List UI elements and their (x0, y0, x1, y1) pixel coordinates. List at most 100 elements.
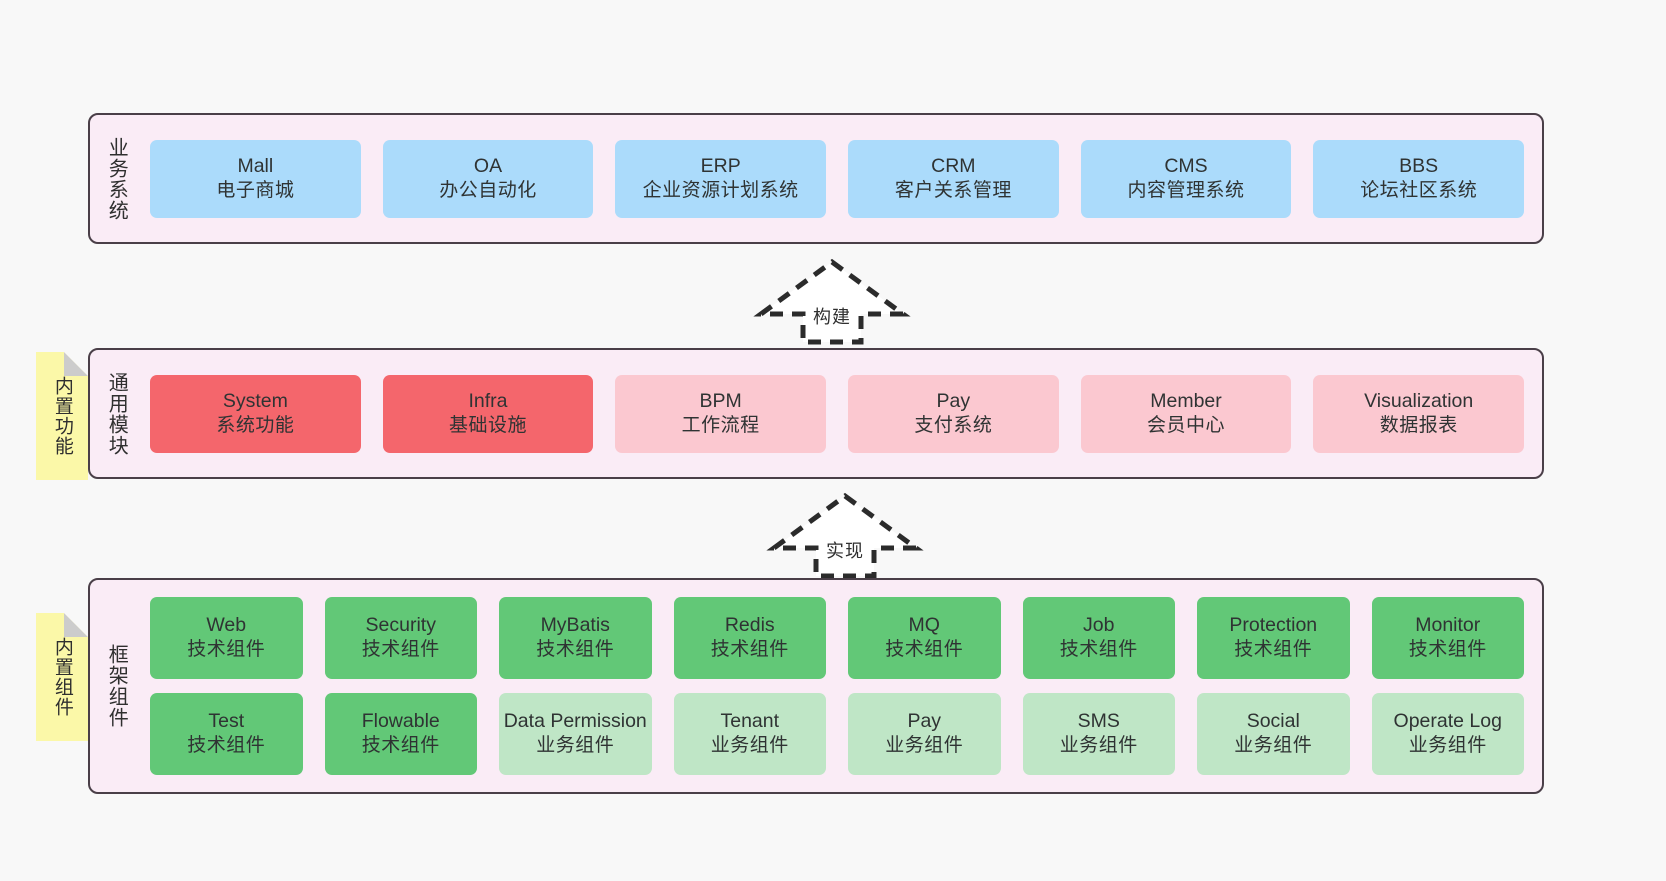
card-mq-en: MQ (908, 614, 940, 637)
card-member-cn: 会员中心 (1147, 414, 1226, 436)
card-visualization[interactable]: Visualization 数据报表 (1313, 374, 1525, 453)
card-test-en: Test (208, 710, 245, 733)
card-erp-cn: 企业资源计划系统 (642, 179, 799, 201)
common-modules-row: System 系统功能 Infra 基础设施 BPM 工作流程 Pay 支付系统… (150, 374, 1525, 453)
card-web-cn: 技术组件 (187, 639, 266, 661)
card-sms-cn: 业务组件 (1059, 735, 1138, 757)
card-pay-component-en: Pay (907, 710, 942, 733)
layer-common-modules-title: 通用模块 (105, 371, 128, 456)
card-crm-cn: 客户关系管理 (894, 179, 1012, 201)
card-social-en: Social (1246, 710, 1300, 733)
card-data-permission-cn: 业务组件 (536, 735, 615, 757)
card-erp[interactable]: ERP 企业资源计划系统 (615, 139, 827, 218)
card-security-en: Security (365, 614, 436, 637)
card-infra-en: Infra (468, 389, 508, 412)
layer-framework-components: 框架组件 Web 技术组件 Security 技术组件 MyBatis 技术组件… (88, 578, 1544, 794)
business-systems-row: Mall 电子商城 OA 办公自动化 ERP 企业资源计划系统 CRM 客户关系… (150, 139, 1525, 218)
card-pay-module-cn: 支付系统 (914, 414, 993, 436)
card-security[interactable]: Security 技术组件 (324, 597, 477, 679)
card-flowable-en: Flowable (361, 710, 440, 733)
card-pay-module-en: Pay (936, 389, 971, 412)
card-monitor[interactable]: Monitor 技术组件 (1371, 597, 1524, 679)
card-erp-en: ERP (700, 154, 741, 177)
card-bbs-cn: 论坛社区系统 (1360, 179, 1478, 201)
card-bbs[interactable]: BBS 论坛社区系统 (1313, 139, 1525, 218)
layer-framework-components-title: 框架组件 (105, 644, 128, 728)
card-crm[interactable]: CRM 客户关系管理 (848, 139, 1059, 218)
note-fold-corner-icon (64, 352, 88, 376)
layer-common-modules: 通用模块 System 系统功能 Infra 基础设施 BPM 工作流程 Pay (88, 348, 1544, 479)
arrow-implement: 实现 (766, 492, 924, 579)
card-bpm[interactable]: BPM 工作流程 (615, 374, 827, 453)
card-mybatis-en: MyBatis (540, 614, 610, 637)
note-builtin-components-label: 内置组件 (51, 637, 73, 717)
card-job-cn: 技术组件 (1059, 639, 1138, 661)
card-job-en: Job (1083, 614, 1115, 637)
layer-business-systems-title: 业务系统 (105, 136, 128, 221)
card-pay-module[interactable]: Pay 支付系统 (848, 374, 1059, 453)
card-cms-en: CMS (1164, 154, 1208, 177)
card-tenant-en: Tenant (720, 710, 780, 733)
layer-common-modules-body: System 系统功能 Infra 基础设施 BPM 工作流程 Pay 支付系统… (142, 350, 1542, 477)
card-mq[interactable]: MQ 技术组件 (848, 597, 1001, 679)
card-tenant[interactable]: Tenant 业务组件 (673, 693, 826, 775)
card-monitor-en: Monitor (1415, 614, 1481, 637)
card-cms-cn: 内容管理系统 (1127, 179, 1245, 201)
layer-business-systems: 业务系统 Mall 电子商城 OA 办公自动化 ERP 企业资源计划系统 CRM (88, 113, 1544, 244)
card-bpm-cn: 工作流程 (681, 414, 760, 436)
layer-framework-components-body: Web 技术组件 Security 技术组件 MyBatis 技术组件 Redi… (142, 580, 1542, 792)
card-flowable-cn: 技术组件 (361, 735, 440, 757)
card-member-en: Member (1150, 389, 1222, 412)
card-data-permission-en: Data Permission (503, 710, 647, 733)
card-crm-en: CRM (931, 154, 976, 177)
card-visualization-cn: 数据报表 (1379, 414, 1458, 436)
card-sms[interactable]: SMS 业务组件 (1022, 693, 1175, 775)
card-bpm-en: BPM (699, 389, 742, 412)
card-operate-log-en: Operate Log (1393, 710, 1502, 733)
card-pay-component-cn: 业务组件 (885, 735, 964, 757)
card-bbs-en: BBS (1399, 154, 1439, 177)
arrow-build: 构建 (753, 258, 911, 345)
card-protection-cn: 技术组件 (1234, 639, 1313, 661)
card-mall[interactable]: Mall 电子商城 (150, 139, 361, 218)
card-infra[interactable]: Infra 基础设施 (382, 374, 594, 453)
framework-tech-row: Web 技术组件 Security 技术组件 MyBatis 技术组件 Redi… (150, 597, 1524, 679)
card-mybatis-cn: 技术组件 (536, 639, 615, 661)
layer-business-systems-body: Mall 电子商城 OA 办公自动化 ERP 企业资源计划系统 CRM 客户关系… (142, 115, 1542, 242)
card-pay-component[interactable]: Pay 业务组件 (848, 693, 1001, 775)
card-data-permission[interactable]: Data Permission 业务组件 (499, 693, 652, 775)
card-cms[interactable]: CMS 内容管理系统 (1080, 139, 1292, 218)
card-tenant-cn: 业务组件 (710, 735, 789, 757)
note-fold-corner-icon (64, 613, 88, 637)
card-web-en: Web (206, 614, 247, 637)
card-redis[interactable]: Redis 技术组件 (673, 597, 826, 679)
card-protection[interactable]: Protection 技术组件 (1197, 597, 1350, 679)
card-operate-log[interactable]: Operate Log 业务组件 (1371, 693, 1524, 775)
card-visualization-en: Visualization (1364, 389, 1474, 412)
card-social-cn: 业务组件 (1234, 735, 1313, 757)
note-builtin-components: 内置组件 (36, 613, 88, 741)
card-oa-en: OA (473, 154, 503, 177)
card-social[interactable]: Social 业务组件 (1197, 693, 1350, 775)
card-oa[interactable]: OA 办公自动化 (382, 139, 594, 218)
card-mybatis[interactable]: MyBatis 技术组件 (499, 597, 652, 679)
card-system-cn: 系统功能 (216, 414, 295, 436)
card-system[interactable]: System 系统功能 (150, 374, 361, 453)
card-infra-cn: 基础设施 (449, 414, 528, 436)
card-system-en: System (222, 389, 288, 412)
card-job[interactable]: Job 技术组件 (1022, 597, 1175, 679)
card-security-cn: 技术组件 (361, 639, 440, 661)
card-mall-en: Mall (237, 154, 274, 177)
card-member[interactable]: Member 会员中心 (1080, 374, 1292, 453)
card-redis-cn: 技术组件 (710, 639, 789, 661)
card-redis-en: Redis (724, 614, 775, 637)
card-test[interactable]: Test 技术组件 (150, 693, 303, 775)
card-web[interactable]: Web 技术组件 (150, 597, 303, 679)
card-monitor-cn: 技术组件 (1408, 639, 1487, 661)
note-builtin-functions-label: 内置功能 (51, 376, 73, 456)
card-oa-cn: 办公自动化 (439, 179, 537, 201)
card-operate-log-cn: 业务组件 (1408, 735, 1487, 757)
card-flowable[interactable]: Flowable 技术组件 (324, 693, 477, 775)
card-mall-cn: 电子商城 (216, 179, 295, 201)
